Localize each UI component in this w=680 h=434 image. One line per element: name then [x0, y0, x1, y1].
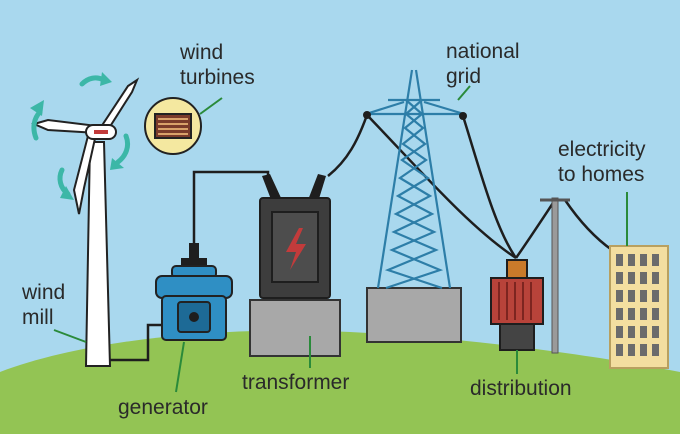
building-window [640, 290, 647, 302]
label-national-grid: national grid [446, 39, 520, 89]
grass-hill [0, 330, 680, 434]
nacelle-slot [94, 130, 108, 134]
generator [155, 243, 233, 341]
transformer [249, 174, 341, 357]
building-window [640, 326, 647, 338]
transformer-bushing-right [308, 174, 326, 202]
leader-line-generator [175, 341, 185, 393]
label-transformer: transformer [242, 371, 350, 394]
generator-body [155, 275, 233, 299]
label-line: wind [180, 41, 224, 64]
homes-building [609, 245, 669, 369]
utility-pole [540, 197, 570, 354]
line-distribution-to-pole [514, 199, 557, 259]
building-window [640, 308, 647, 320]
building-window [628, 308, 635, 320]
building-window [652, 308, 659, 320]
pole [551, 197, 559, 354]
building-window [652, 344, 659, 356]
label-line: to homes [558, 163, 645, 186]
building-window [652, 254, 659, 266]
building-window [640, 344, 647, 356]
building-window [628, 254, 635, 266]
label-line: electricity [558, 138, 646, 161]
leader-lines [53, 85, 628, 393]
line-generator-to-transformer [192, 170, 270, 245]
rotation-arrow-icon [60, 186, 74, 200]
line-windmill-to-generator [98, 323, 165, 362]
rotation-arrow-icon [100, 72, 112, 86]
building-window [640, 272, 647, 284]
building-window [628, 290, 635, 302]
insulator [459, 112, 467, 120]
building-window [652, 326, 659, 338]
line-transformer-to-tower [327, 114, 369, 177]
generator-stem [189, 243, 199, 259]
building-window [616, 308, 623, 320]
building-windows [616, 254, 659, 356]
transformer-bushing-left [262, 174, 282, 202]
wind-mill-tower [84, 141, 112, 367]
rotation-arrow-icon [115, 133, 131, 165]
label-electricity-to-homes: electricity to homes [558, 137, 646, 187]
transmission-tower [363, 69, 467, 343]
label-line: turbines [180, 66, 255, 89]
building-window [616, 254, 623, 266]
tower-bracing [385, 99, 444, 290]
line-tower-left-to-distribution [366, 114, 517, 260]
building-window [652, 290, 659, 302]
tower-arm-left [365, 100, 405, 116]
label-line: wind [22, 281, 66, 304]
wind-mill [31, 77, 140, 367]
generator-top-cap [181, 258, 207, 268]
tower-leg [376, 69, 414, 289]
building-window [628, 326, 635, 338]
transformer-plinth [249, 299, 341, 357]
building-window [616, 290, 623, 302]
building-window [616, 272, 623, 284]
building-window [628, 272, 635, 284]
building-window [640, 254, 647, 266]
coil-windings [158, 118, 188, 135]
rotation-arrow-heads [30, 72, 124, 200]
label-wind-mill: wind mill [22, 280, 65, 330]
tower-arm-right [423, 100, 465, 116]
distribution-fins [498, 282, 532, 320]
generator-hub [189, 312, 199, 322]
building-window [652, 272, 659, 284]
turbine-coil-inset [144, 97, 223, 155]
label-line: national [446, 40, 520, 63]
building-window [616, 326, 623, 338]
line-pole-to-homes [563, 199, 613, 252]
distribution-transformer [490, 259, 544, 351]
line-tower-right-to-distribution [461, 115, 518, 259]
label-wind-turbines: wind turbines [180, 40, 255, 90]
distribution-base [499, 321, 535, 351]
label-line: grid [446, 65, 482, 88]
tower-plinth [366, 287, 462, 343]
rotation-arrow-icon [30, 100, 44, 116]
leader-line-wind-turbines [199, 97, 223, 115]
building-window [616, 344, 623, 356]
insulator [363, 111, 371, 119]
leader-line-wind-mill [53, 329, 87, 343]
tower-lattice [365, 69, 465, 290]
tower-leg [414, 69, 452, 289]
label-line: mill [22, 306, 54, 329]
building-window [628, 344, 635, 356]
label-generator: generator [118, 396, 208, 419]
leader-line-national-grid [457, 85, 471, 101]
power-lines [98, 114, 613, 362]
rotation-arrow-icon [110, 158, 124, 170]
lightning-icon [286, 228, 306, 270]
label-distribution: distribution [470, 377, 572, 400]
